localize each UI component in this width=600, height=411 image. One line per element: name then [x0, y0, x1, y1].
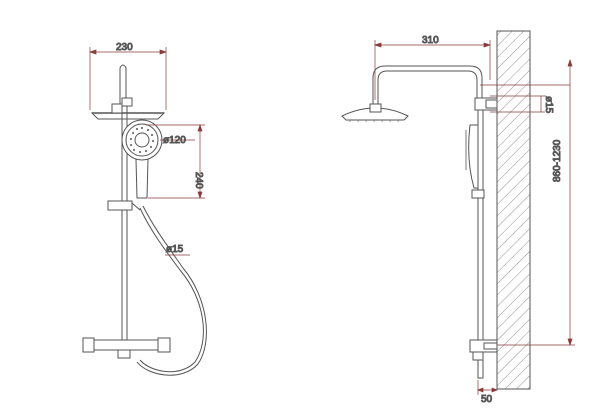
shower-head-connector: [111, 103, 123, 114]
height-range-label: 860-1230: [552, 139, 563, 182]
arm-reach-dimension: [373, 40, 492, 100]
wall-pipe-dimension: [480, 84, 570, 113]
mixer-left-handle: [82, 337, 95, 353]
mixer-outlet: [117, 349, 131, 359]
wall-offset-label: 50: [481, 394, 493, 405]
mixer-side-knob: [472, 351, 484, 361]
hand-shower-handle-front: [135, 158, 149, 199]
shower-arm-side: [372, 65, 483, 104]
wall-hatch: [496, 30, 531, 390]
hose-diameter-label: ø15: [166, 244, 184, 255]
slide-holder-side: [471, 189, 485, 199]
mixer-right-handle: [157, 337, 171, 353]
gooseneck-front: [119, 64, 131, 104]
shower-head-side: [341, 107, 409, 121]
hand-shower-head-front: [121, 119, 163, 161]
arm-reach-label: 310: [422, 35, 439, 46]
thermostatic-mixer-front: [91, 339, 167, 351]
hand-shower-side: [468, 124, 479, 189]
wall-offset-dimension: [477, 380, 498, 395]
wall-pipe-diameter-label: ø15: [543, 96, 554, 114]
front-view: 230 ø120 240: [82, 42, 207, 376]
hose-front: [139, 207, 204, 373]
mixer-side-outlet: [477, 360, 484, 379]
height-range-dimension: [497, 58, 575, 347]
hand-shower-height-label: 240: [193, 172, 204, 189]
side-view: 310 ø15: [341, 30, 575, 406]
front-width-label: 230: [116, 42, 133, 53]
shower-head-nozzle-row: [349, 120, 399, 122]
hand-shower-dimension: [146, 123, 205, 200]
front-width-dimension: [88, 47, 168, 110]
shower-head-front: [90, 112, 166, 120]
hand-shower-diameter-label: ø120: [163, 135, 186, 146]
hand-shower-nozzles: [130, 127, 154, 153]
slide-holder-front: [107, 200, 133, 211]
